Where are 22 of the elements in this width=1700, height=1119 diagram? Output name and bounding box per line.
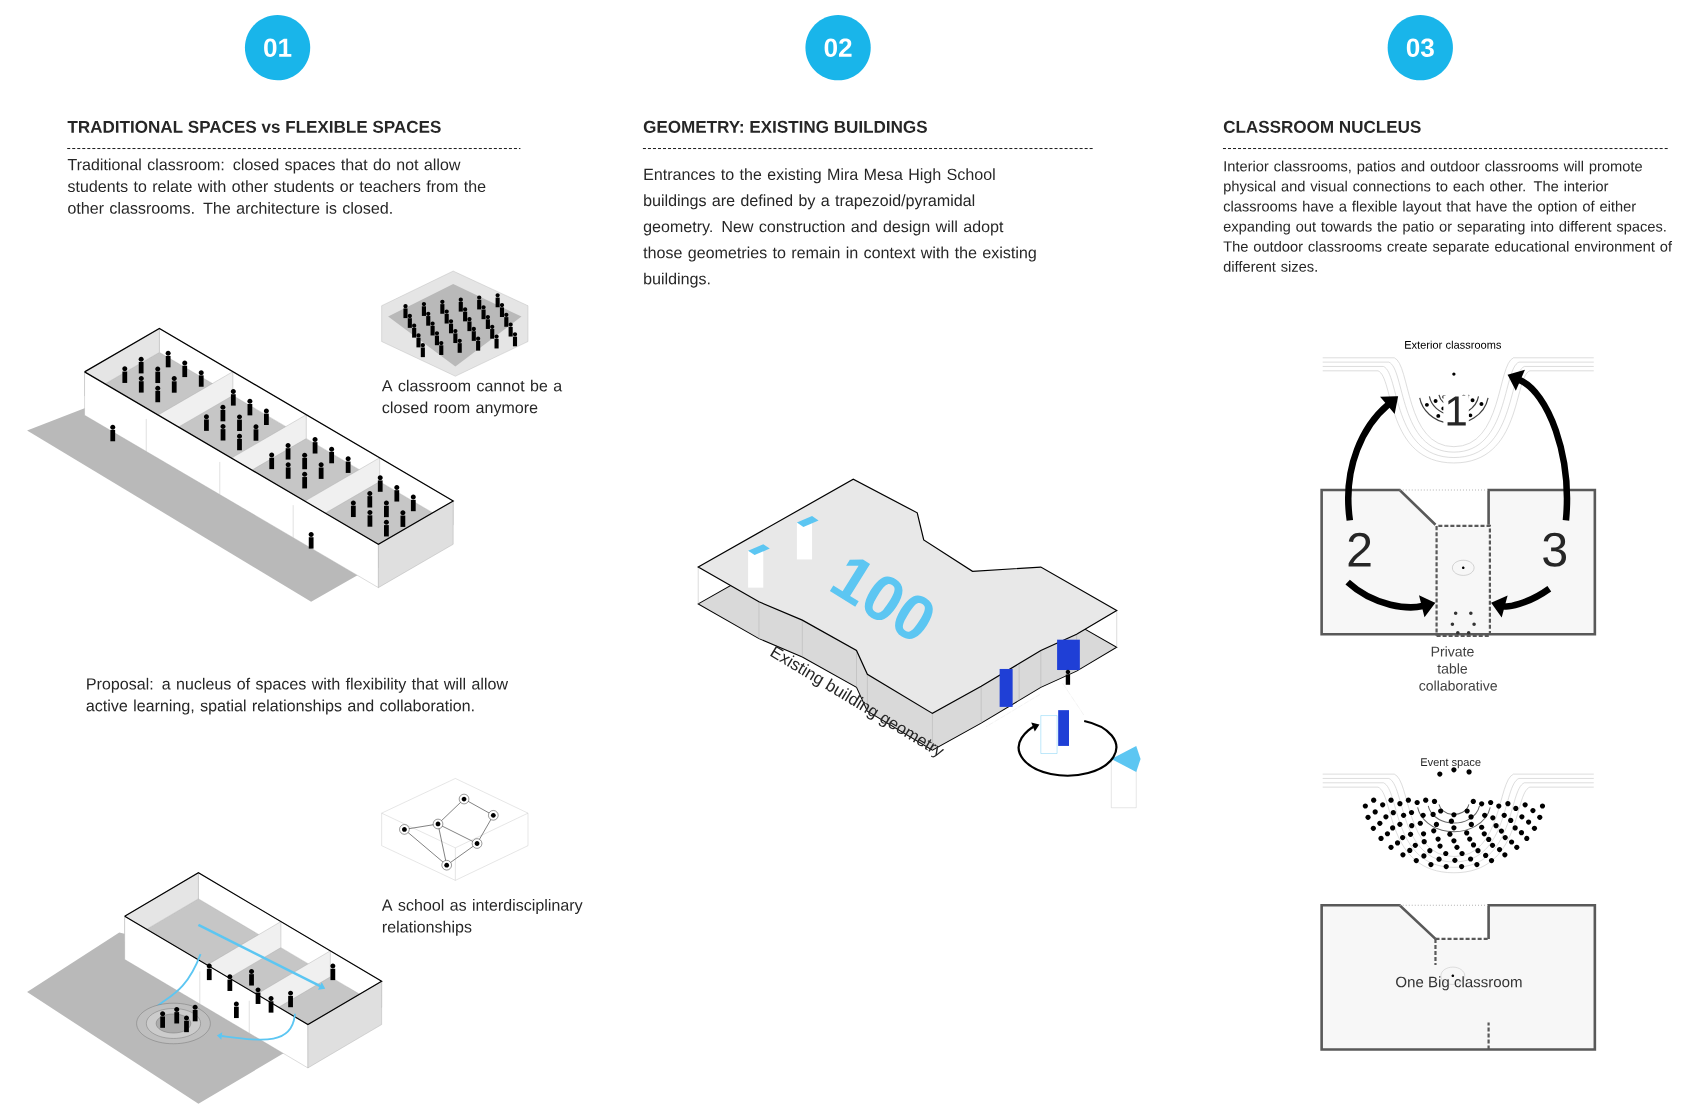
dashed-zone: [1435, 524, 1491, 637]
caption-text: A classroom cannot be a closed room anymore: [381, 379, 563, 417]
section-heading: CLASSROOM NUCLEUS: [1223, 120, 1421, 133]
paragraph: Entrances to the existing Mira Mesa High School buildings are defined by a trapezoid/pyramidal geometry. New construction and design will adopt those geometries to remain in context with the existing buildings.: [643, 168, 1036, 288]
building-number: 100: [829, 559, 933, 640]
step-number: 3: [1543, 532, 1566, 567]
number-badge: 02: [805, 15, 871, 81]
step-number: 2: [1348, 532, 1371, 567]
exterior-classroom-area: Exterior classrooms: [1405, 340, 1501, 349]
number-badge: 01: [244, 15, 311, 81]
paragraph: Interior classrooms, patios and outdoor classrooms will promote physical and visual connections to each other. The interior classrooms have a flexible layout that have the option of either expanding out towards the patio or separating into different spaces. The outdoor classrooms create separate educational environment of different sizes.: [1223, 160, 1672, 272]
section-heading: GEOMETRY: EXISTING BUILDINGS: [643, 120, 927, 133]
drawing-caption: Event space: [1421, 758, 1481, 769]
zone-caption: Private table collaborative: [1419, 646, 1497, 691]
classroom-plan: [1320, 488, 1597, 636]
classroom-plan: One Big classroom: [1320, 904, 1597, 1051]
section-heading: TRADITIONAL SPACES vs FLEXIBLE SPACES: [67, 120, 441, 133]
step-number: 1: [1443, 395, 1469, 427]
number-badge: 03: [1387, 15, 1453, 81]
caption-text: Proposal: a nucleus of spaces with flexibility that will allow active learning, spatial relationships and collaboration.: [86, 677, 509, 715]
paragraph: Traditional classroom: closed spaces that do not allow students to relate with other students or teachers from the other classrooms. The architecture is closed.: [67, 158, 486, 214]
caption-text: A school as interdisciplinary relationships: [381, 899, 583, 936]
